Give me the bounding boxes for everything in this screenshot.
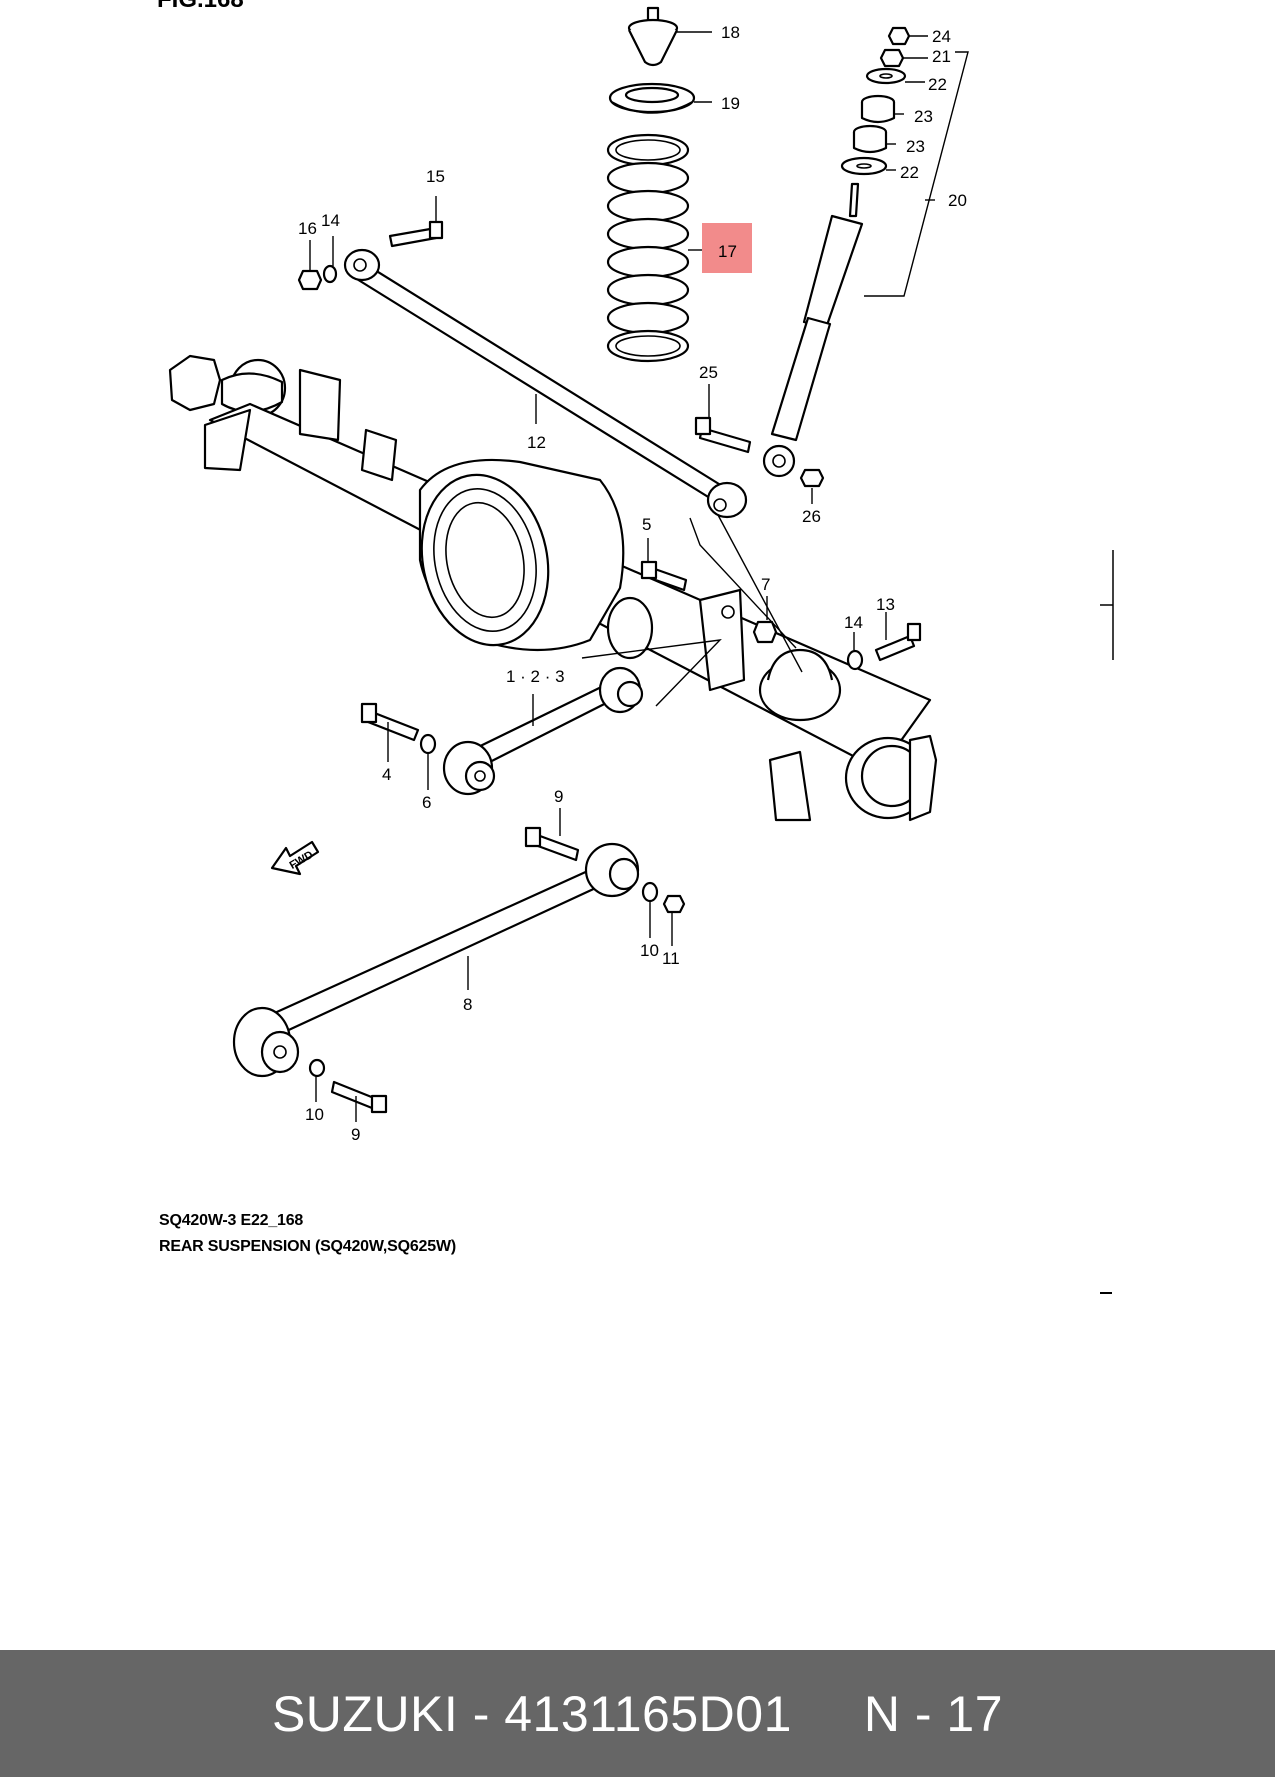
- callout-labels: 18 19 17 24 21 22 23 23 22 20 15 14 16 2…: [298, 23, 967, 1144]
- callout-9-upper: 9: [554, 787, 563, 806]
- callout-6: 6: [422, 793, 431, 812]
- callout-21: 21: [932, 47, 951, 66]
- footer-separator: -: [458, 1685, 505, 1742]
- callout-24: 24: [932, 27, 951, 46]
- footer-position: N - 17: [863, 1685, 1004, 1742]
- callout-10-upper: 10: [640, 941, 659, 960]
- callout-22-upper: 22: [928, 75, 947, 94]
- callout-16: 16: [298, 219, 317, 238]
- lower-trailing-rod-part: [232, 826, 686, 1114]
- footer-text: SUZUKI - 4131165D01 N - 17: [272, 1685, 1003, 1743]
- diagram-code: SQ420W-3 E22_168: [159, 1212, 304, 1229]
- callout-17: 17: [718, 242, 737, 261]
- callout-20: 20: [948, 191, 967, 210]
- footer-part-number: 4131165D01: [504, 1685, 792, 1742]
- callout-18: 18: [721, 23, 740, 42]
- callout-14-left: 14: [321, 211, 340, 230]
- callout-25: 25: [699, 363, 718, 382]
- footer-gap: [792, 1686, 864, 1742]
- callout-22-lower: 22: [900, 163, 919, 182]
- bump-stopper-part: [627, 6, 679, 67]
- figure-title: FIG.168: [157, 0, 244, 14]
- callout-4: 4: [382, 765, 391, 784]
- diagram-caption: REAR SUSPENSION (SQ420W,SQ625W): [159, 1238, 456, 1255]
- highlight-box: [702, 223, 752, 273]
- callout-10-lower: 10: [305, 1105, 324, 1124]
- callout-26: 26: [802, 507, 821, 526]
- footer-bar: SUZUKI - 4131165D01 N - 17: [0, 1650, 1275, 1777]
- rear-suspension-diagram: FWD: [168, 6, 1114, 1294]
- leader-lines: [309, 31, 969, 1122]
- lateral-rod-part: [297, 220, 752, 519]
- callout-23-upper: 23: [914, 107, 933, 126]
- spring-seat-part: [608, 82, 696, 114]
- callout-8: 8: [463, 995, 472, 1014]
- callout-12: 12: [527, 433, 546, 452]
- callout-23-lower: 23: [906, 137, 925, 156]
- callout-7: 7: [761, 575, 770, 594]
- callout-14-right: 14: [844, 613, 863, 632]
- callout-5: 5: [642, 515, 651, 534]
- footer-brand: SUZUKI: [271, 1685, 459, 1742]
- upper-control-rod-part: [360, 560, 922, 796]
- callout-19: 19: [721, 94, 740, 113]
- rear-axle-housing-part: [168, 354, 938, 822]
- coil-spring-part: [606, 133, 690, 363]
- forward-arrow-icon: FWD: [270, 840, 320, 876]
- callout-13: 13: [876, 595, 895, 614]
- callout-11: 11: [662, 949, 680, 968]
- callout-1-2-3: 1 · 2 · 3: [506, 667, 565, 686]
- callout-15: 15: [426, 167, 445, 186]
- fwd-label: FWD: [288, 849, 316, 872]
- shock-absorber-part: [762, 26, 911, 488]
- callout-9-lower: 9: [351, 1125, 360, 1144]
